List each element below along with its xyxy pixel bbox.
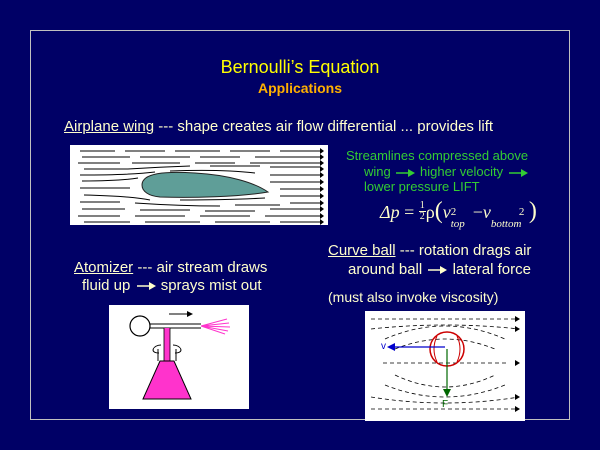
wing-note-line3: lower pressure LIFT: [364, 179, 480, 194]
atomizer-diagram: [109, 305, 249, 409]
slide-frame: [30, 30, 570, 420]
wing-note-wing: wing: [364, 164, 391, 179]
eq-rho: ρ: [425, 202, 435, 222]
arrow-right-icon: [508, 168, 528, 177]
curveball-diagram: v F: [365, 311, 525, 421]
atomizer-fluid-up: fluid up: [82, 277, 131, 294]
wing-note-lift: LIFT: [452, 179, 480, 194]
curveball-line2: around ball lateral force: [348, 261, 531, 278]
curveball-around-ball: around ball: [348, 261, 423, 278]
wing-heading: Airplane wing: [64, 118, 155, 135]
eq-bottom-sub: bottom: [490, 218, 522, 230]
force-label: F: [442, 399, 449, 410]
wing-airfoil-shape: [141, 171, 270, 198]
eq-half-denominator: 2: [419, 211, 425, 223]
arrow-right-icon: [396, 168, 416, 177]
curveball-svg: [370, 316, 520, 412]
arrow-right-icon: [136, 282, 156, 291]
curveball-lateral-force: lateral force: [452, 261, 531, 278]
wing-description: --- shape creates air flow differential …: [154, 118, 494, 135]
slide-title: Bernoulli’s Equation: [220, 57, 380, 77]
eq-delta-p: Δp: [380, 202, 400, 222]
wing-note-line2: wing higher velocity: [364, 164, 529, 179]
wing-note-lower-pressure: lower pressure: [364, 179, 450, 194]
atomizer-sprays: sprays mist out: [160, 277, 262, 294]
velocity-arrow-icon: [387, 343, 395, 351]
atomizer-svg: [129, 311, 231, 400]
atomizer-description: --- air stream draws: [133, 259, 268, 276]
slide-subtitle: Applications: [257, 80, 342, 96]
wing-note-higher-velocity: higher velocity: [420, 164, 504, 179]
eq-v-bottom: v: [482, 202, 491, 222]
wing-streamline-svg: [78, 148, 324, 225]
force-arrow-icon: [443, 389, 451, 397]
atomizer-heading: Atomizer: [74, 259, 134, 276]
eq-paren-open: (: [434, 198, 443, 224]
eq-equals: =: [404, 202, 415, 222]
curveball-viscosity-note: (must also invoke viscosity): [328, 289, 499, 305]
wing-note-line1: Streamlines compressed above: [346, 148, 529, 163]
eq-top-sub: top: [450, 218, 465, 230]
eq-fraction: 1 2: [418, 200, 426, 223]
atomizer-line1: Atomizer --- air stream draws: [74, 259, 267, 276]
velocity-label: v: [381, 341, 386, 352]
flask-liquid: [142, 360, 192, 400]
eq-paren-close: ): [528, 198, 537, 224]
eq-pow1: 2: [450, 206, 457, 218]
wing-heading-line: Airplane wing --- shape creates air flow…: [64, 118, 493, 135]
atomizer-line2: fluid up sprays mist out: [82, 277, 262, 294]
curveball-heading: Curve ball: [328, 242, 396, 259]
eq-minus: −: [472, 202, 483, 222]
curveball-description: --- rotation drags air: [395, 242, 532, 259]
eq-v-top: v: [442, 202, 451, 222]
wing-streamline-diagram: [70, 145, 328, 225]
bulb-circle: [129, 315, 151, 337]
eq-pow2: 2: [518, 206, 525, 218]
curveball-line1: Curve ball --- rotation drags air: [328, 242, 531, 259]
eq-half-numerator: 1: [418, 200, 426, 213]
arrow-right-icon: [428, 266, 448, 275]
